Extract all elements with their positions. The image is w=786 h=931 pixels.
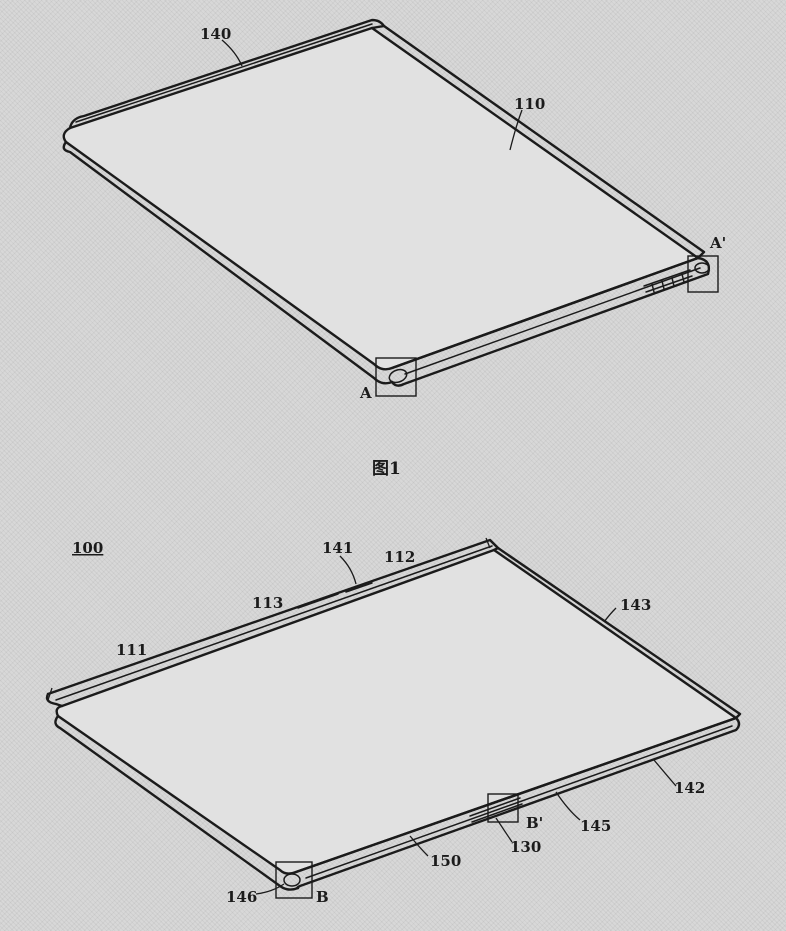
fig2-back-edge <box>46 538 500 696</box>
fig1-corner-roller-ap <box>694 262 710 274</box>
fig2-ref-b: B <box>316 888 329 906</box>
fig2-ref-113: 113 <box>252 594 283 612</box>
fig2-ref-145: 145 <box>580 817 611 835</box>
fig1-ref-110: 110 <box>514 95 545 113</box>
fig1-ref-140: 140 <box>200 25 231 43</box>
fig2-leader-143 <box>603 607 617 623</box>
fig2-front-edge <box>294 716 741 890</box>
fig1-ref-a: A <box>359 384 372 402</box>
fig2-dim-arrows <box>203 582 373 641</box>
figure-1-caption: 图1 <box>372 459 401 479</box>
fig2-front-edge-inner <box>305 725 733 879</box>
fig2-ref-100: 100 <box>72 539 103 557</box>
fig1-hinge-detail <box>643 269 693 293</box>
fig2-ref-111: 111 <box>116 641 147 659</box>
fig2-dim-tick-right <box>485 537 491 549</box>
fig2-leader-150 <box>409 835 429 857</box>
fig1-corner-roller-a <box>388 368 408 384</box>
fig1-front-edge <box>390 256 711 387</box>
fig1-front-edge-inner <box>404 267 701 375</box>
fig1-leader-110 <box>509 109 523 151</box>
fig2-back-edge-inner <box>55 545 493 701</box>
figure-2-device <box>45 537 742 899</box>
fig2-ref-141: 141 <box>322 539 353 557</box>
fig2-ref-143: 143 <box>620 596 651 614</box>
fig2-leader-141 <box>339 555 357 585</box>
fig2-ref-130: 130 <box>510 838 541 856</box>
fig1-leader-140 <box>221 39 243 67</box>
fig2-detail-box-b <box>275 861 313 899</box>
fig2-detail-box-bp <box>487 793 519 823</box>
fig2-ref-150: 150 <box>430 852 461 870</box>
fig2-ref-b-prime: B' <box>526 814 543 832</box>
fig1-top-panel <box>62 26 700 371</box>
fig2-left-edge <box>54 714 300 891</box>
fig1-left-edge <box>62 140 394 385</box>
fig2-ref-146: 146 <box>226 888 257 906</box>
fig1-detail-box-ap <box>687 255 719 293</box>
fig2-back-left-corner <box>45 692 64 708</box>
fig1-ref-a-prime: A' <box>709 234 726 252</box>
fig2-right-edge <box>496 546 742 720</box>
fig1-back-edge-inner <box>75 23 373 123</box>
fig1-detail-box-a <box>375 357 417 397</box>
fig1-back-edge <box>68 18 386 130</box>
fig2-dim-tick-left <box>47 687 53 701</box>
figure-1-device <box>62 18 719 397</box>
fig2-leader-145 <box>555 791 581 821</box>
fig2-ref-142: 142 <box>674 779 705 797</box>
fig2-leader-130 <box>495 817 513 843</box>
fig2-hinge-section <box>469 797 523 823</box>
fig2-ref-112: 112 <box>384 548 415 566</box>
fig2-leader-142 <box>653 759 677 787</box>
fig2-corner-roller-b <box>283 873 301 887</box>
fig2-leader-146 <box>255 883 285 895</box>
